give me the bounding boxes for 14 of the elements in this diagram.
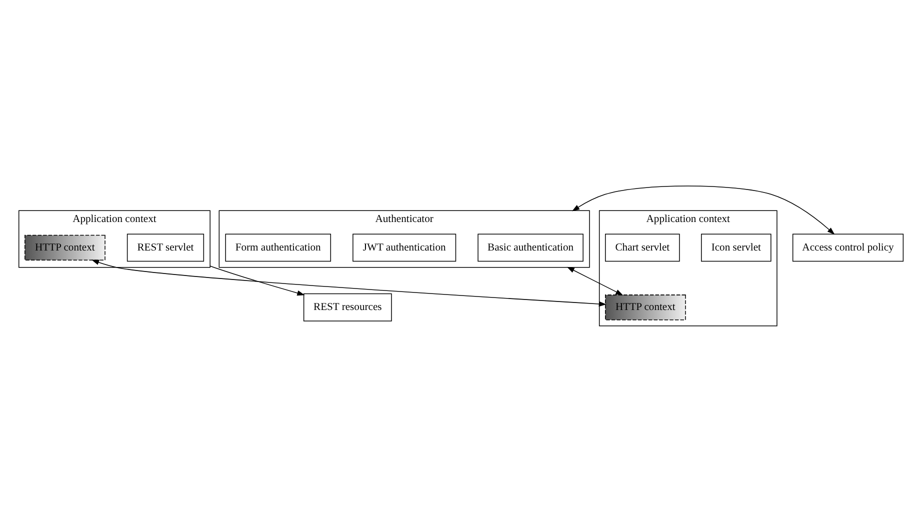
- node-box: Chart servlet: [605, 233, 680, 262]
- node-box: JWT authentication: [352, 233, 456, 262]
- arrow: [566, 266, 624, 295]
- node-box: Form authentication: [225, 233, 332, 262]
- node-box: REST servlet: [126, 233, 204, 262]
- arrow: [91, 259, 606, 306]
- arrow: [572, 185, 835, 234]
- arrow: [210, 265, 305, 296]
- node-box: Basic authentication: [478, 233, 584, 262]
- node-box: HTTP context: [605, 294, 686, 320]
- node-box: REST resources: [303, 292, 392, 321]
- node-box: Icon servlet: [701, 233, 772, 262]
- node-box: HTTP context: [24, 234, 106, 260]
- node-box: Access control policy: [792, 233, 904, 262]
